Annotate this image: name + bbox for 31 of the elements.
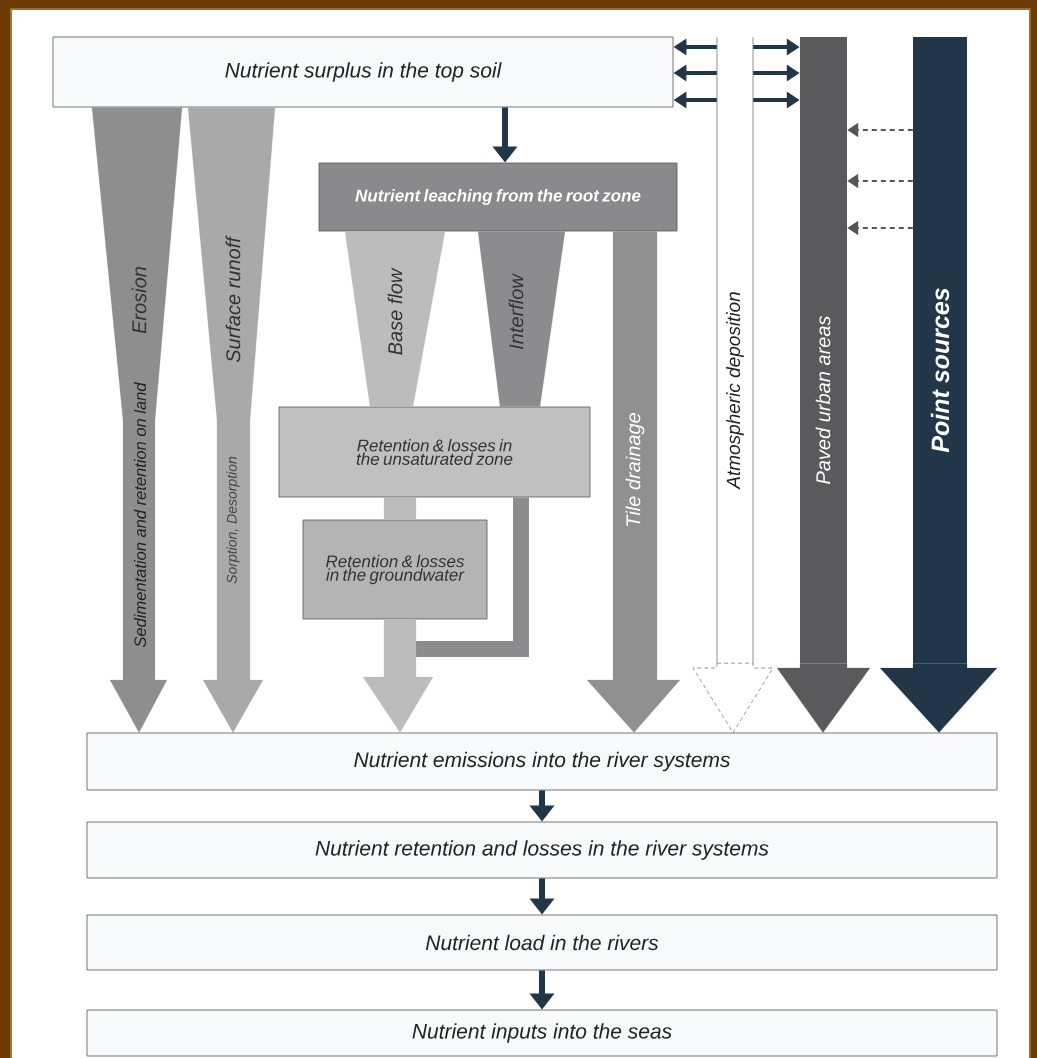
- edge-label: Erosion: [131, 267, 147, 334]
- process-box: Nutrient inputs into the seas: [86, 1009, 998, 1057]
- flow-note: Sorption, Desorption: [226, 456, 240, 584]
- edge-label: Surface runoff: [225, 235, 241, 363]
- flow-arrow: [692, 662, 774, 733]
- source-column: Point sources: [913, 37, 967, 663]
- source-column: Atmospheric deposition: [716, 36, 754, 664]
- node-label: Paved urban areas: [815, 315, 831, 484]
- process-box: Nutrient emissions into the river systems: [86, 732, 998, 791]
- flow-arrow: [586, 231, 681, 733]
- flow-arrow: [776, 663, 871, 733]
- process-box: Nutrient retention and losses in the river systems: [86, 821, 998, 879]
- flow-arrow: [362, 619, 434, 733]
- process-box: Nutrient load in the rivers: [86, 914, 998, 971]
- source-column: Paved urban areas: [800, 37, 847, 663]
- flow-band: [344, 231, 446, 407]
- process-box: Nutrient surplus in the top soil: [52, 36, 674, 108]
- edge-label: Interflow: [508, 273, 524, 349]
- flow-arrow: [879, 663, 998, 733]
- node-label: Point sources: [930, 288, 950, 453]
- process-box: Retention & losses in the unsaturated zone: [278, 406, 591, 498]
- process-box: Nutrient leaching from the root zone: [318, 162, 678, 232]
- process-box: Retention & losses in the groundwater: [302, 519, 488, 620]
- flow-note: Sedimentation and retention on land: [133, 382, 147, 648]
- edge-label: Tile drainage: [625, 413, 645, 526]
- flow-arrow: [187, 107, 276, 733]
- edge-label: Base flow: [387, 267, 403, 355]
- flow-pipe: [416, 497, 529, 657]
- flow-band: [383, 497, 417, 520]
- flow-band: [477, 231, 566, 407]
- flow-arrow: [91, 107, 183, 733]
